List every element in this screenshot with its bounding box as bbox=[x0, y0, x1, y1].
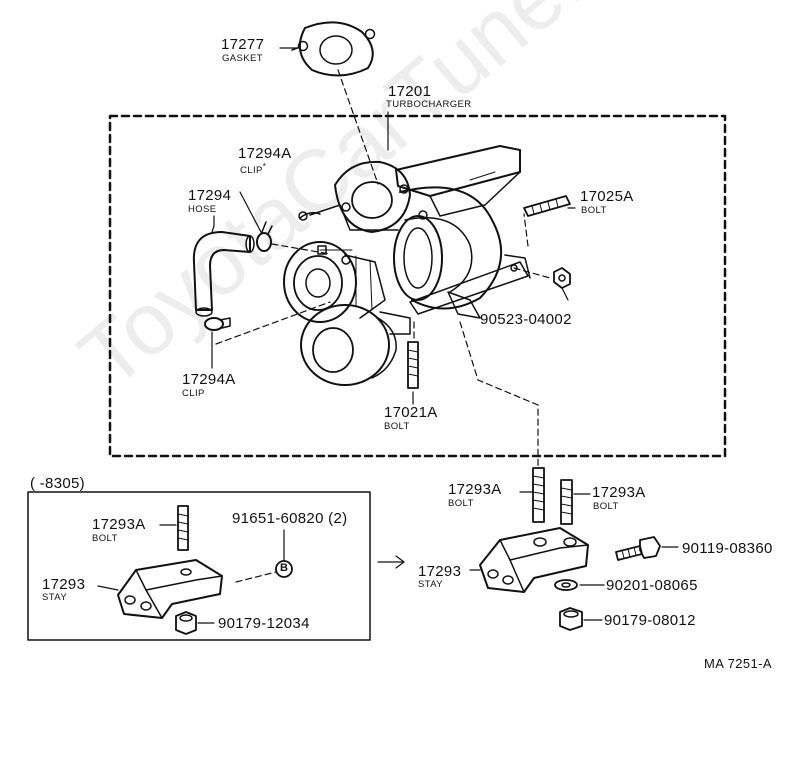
rivet-marker-circle bbox=[275, 560, 293, 578]
bolt-17025a-drawing bbox=[523, 195, 571, 217]
bolt-17025a-name: BOLT bbox=[581, 205, 607, 216]
hose-name: HOSE bbox=[188, 204, 217, 215]
inset-nut-drawing bbox=[175, 611, 197, 635]
nut-90523-drawing bbox=[553, 267, 571, 289]
stud-right-name: BOLT bbox=[593, 501, 619, 512]
bolt-17021a-drawing bbox=[407, 341, 419, 389]
rivet-marker-letter: B bbox=[280, 562, 288, 574]
stud-left-name: BOLT bbox=[448, 498, 474, 509]
inset-bolt-number: 17293A bbox=[92, 516, 146, 533]
inset-nut-number: 90179-12034 bbox=[218, 615, 310, 632]
bolt-17025a-number: 17025A bbox=[580, 188, 634, 205]
hose-number: 17294 bbox=[188, 187, 232, 204]
inset-rivet-number: 91651-60820 (2) bbox=[232, 510, 348, 527]
figure-code: MA 7251-A bbox=[704, 656, 772, 671]
bolt-17021a-number: 17021A bbox=[384, 404, 438, 421]
washer-90201-drawing bbox=[554, 579, 578, 591]
alignment-lines bbox=[215, 69, 551, 583]
bolt-90119-number: 90119-08360 bbox=[682, 540, 773, 557]
turbocharger-drawing bbox=[283, 145, 531, 386]
assembly-boundary bbox=[108, 114, 727, 458]
gasket-name: GASKET bbox=[222, 53, 263, 64]
clip-top-name: CLIP* bbox=[240, 162, 267, 177]
inset-stay-name: STAY bbox=[42, 592, 68, 603]
inset-stay-number: 17293 bbox=[42, 576, 86, 593]
clip-bottom-drawing bbox=[204, 317, 231, 331]
gasket-drawing bbox=[291, 21, 376, 77]
clip-top-number: 17294A bbox=[238, 145, 292, 162]
stay-new-name: STAY bbox=[418, 579, 444, 590]
stud-left-drawing bbox=[532, 467, 545, 523]
clip-mark: * bbox=[262, 162, 267, 171]
clip-top-drawing bbox=[256, 221, 273, 252]
stay-new-number: 17293 bbox=[418, 563, 462, 580]
nut-90179-08012-number: 90179-08012 bbox=[604, 612, 696, 629]
turbocharger-number: 17201 bbox=[388, 83, 432, 100]
washer-90201-number: 90201-08065 bbox=[606, 577, 698, 594]
stud-left-number: 17293A bbox=[448, 481, 502, 498]
inset-frame bbox=[27, 491, 371, 641]
bolt-90119-drawing bbox=[615, 536, 661, 561]
gasket-number: 17277 bbox=[221, 36, 265, 53]
clip-bottom-name: CLIP bbox=[182, 388, 205, 399]
turbocharger-name: TURBOCHARGER bbox=[386, 99, 472, 110]
stay-new-drawing bbox=[479, 527, 589, 593]
stud-right-number: 17293A bbox=[592, 484, 646, 501]
hose-drawing bbox=[192, 231, 255, 317]
inset-bolt-drawing bbox=[177, 505, 189, 551]
stud-right-drawing bbox=[560, 479, 573, 525]
nut-90179-08012-drawing bbox=[559, 607, 583, 631]
clip-bottom-number: 17294A bbox=[182, 371, 236, 388]
inset-bolt-name: BOLT bbox=[92, 533, 118, 544]
production-range: ( -8305) bbox=[30, 475, 85, 492]
inset-stay-drawing bbox=[117, 559, 223, 619]
leader-lines bbox=[97, 47, 679, 624]
bolt-17021a-name: BOLT bbox=[384, 421, 410, 432]
nut-90523-number: 90523-04002 bbox=[480, 311, 572, 328]
